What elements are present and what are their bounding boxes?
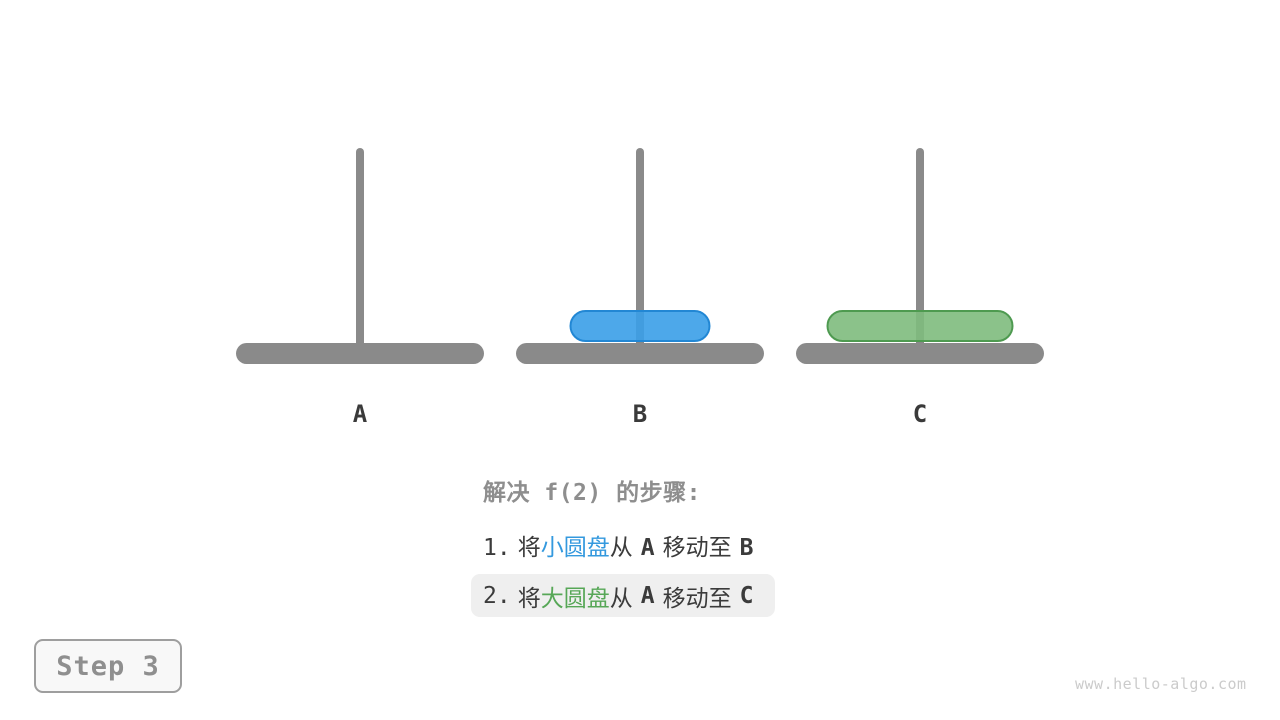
- step-2-disk-name: 大圆盘: [540, 585, 610, 612]
- tower-label-c: C: [912, 400, 928, 428]
- peg-base-a: [236, 343, 484, 364]
- step-1-action: 将: [517, 535, 541, 561]
- steps-title: 解决 f(2) 的步骤:: [483, 480, 701, 506]
- peg-base-c: [796, 343, 1044, 364]
- step-1-number: 1.: [483, 535, 511, 561]
- step-1-from-tower: A: [640, 535, 655, 561]
- step-badge: Step 3: [34, 639, 182, 693]
- tower-label-a: A: [352, 400, 368, 428]
- step-1-disk-name: 小圆盘: [540, 535, 610, 561]
- step-1-move-word: 移动至: [662, 535, 732, 561]
- step-2-action: 将: [517, 585, 541, 612]
- peg-pole-c: [916, 148, 924, 355]
- tower-b: [516, 148, 764, 364]
- step-2-move-word: 移动至: [662, 585, 732, 612]
- step-2-number: 2.: [483, 582, 511, 609]
- tower-c: [796, 148, 1044, 364]
- step-2-to-tower: C: [739, 582, 754, 609]
- small-disk: [569, 310, 711, 342]
- peg-pole-b: [636, 148, 644, 355]
- watermark: www.hello-algo.com: [1075, 675, 1247, 693]
- step-2-from-word: 从: [609, 585, 633, 612]
- tower-a: [236, 148, 484, 364]
- peg-pole-a: [356, 148, 364, 355]
- tower-label-b: B: [632, 400, 648, 428]
- step-2-from-tower: A: [640, 582, 655, 609]
- large-disk: [826, 310, 1014, 342]
- peg-base-b: [516, 343, 764, 364]
- step-1-from-word: 从: [609, 535, 633, 561]
- step-1-to-tower: B: [739, 535, 754, 561]
